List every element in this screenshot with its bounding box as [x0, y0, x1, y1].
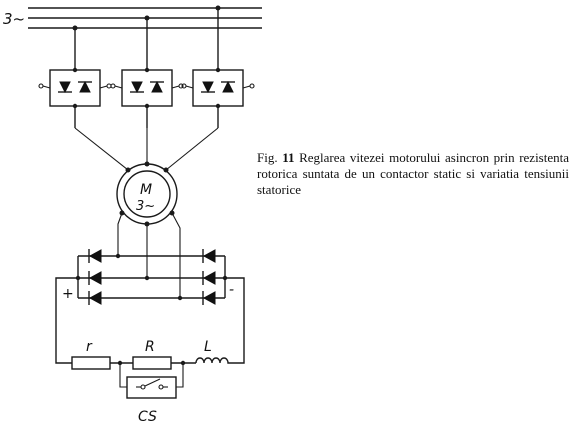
resistor-r-label: r	[86, 339, 93, 355]
motor-letter: M	[140, 182, 152, 198]
minus-sign: -	[229, 282, 234, 298]
rotor-leads	[115, 212, 183, 301]
thyristor-controllers	[38, 67, 255, 171]
rectifier-bridge	[75, 248, 228, 306]
figure-caption: Fig. 11 Reglarea vitezei motorului asinc…	[257, 150, 569, 198]
caption-fig-prefix: Fig.	[257, 150, 278, 165]
supply-label: 3~	[3, 10, 25, 28]
contactor-label: CS	[138, 409, 157, 425]
load-circuit	[55, 277, 245, 399]
resistor-R-label: R	[145, 339, 155, 355]
inductor-L-label: L	[204, 339, 212, 355]
caption-text: Reglarea vitezei motorului asincron prin…	[257, 150, 570, 197]
motor-phase: 3~	[136, 199, 155, 214]
supply-bus	[28, 5, 262, 70]
plus-sign: +	[62, 286, 74, 302]
caption-fig-number: 11	[282, 150, 295, 165]
